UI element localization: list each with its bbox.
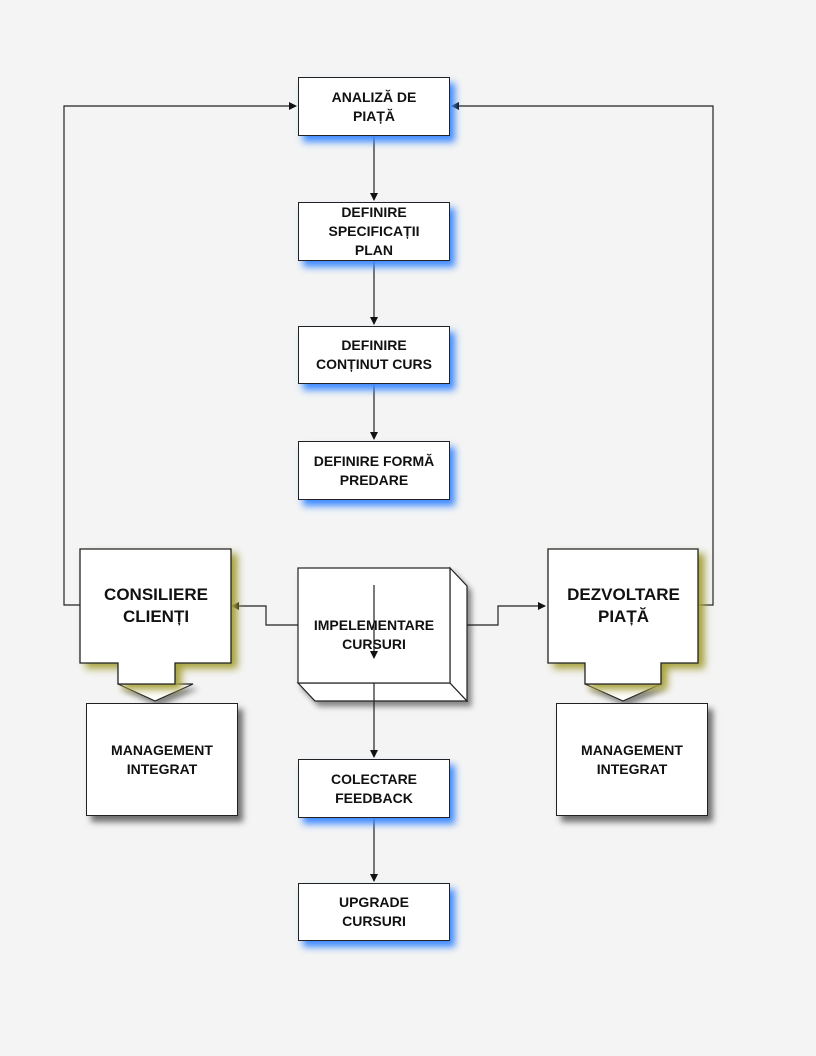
definire-continut-box: DEFINIRE CONȚINUT CURS xyxy=(298,326,450,384)
implementare-cursuri-label: IMPELEMENTARE CURSURI xyxy=(313,616,435,652)
consiliere-shape xyxy=(79,548,232,685)
colectare-feedback-box: COLECTARE FEEDBACK xyxy=(298,759,450,818)
arrow-to-consiliere xyxy=(231,602,298,626)
management-integrat-right-box: MANAGEMENT INTEGRAT xyxy=(556,703,708,816)
consiliere-clienti-label: CONSILIERE CLIENȚI xyxy=(104,585,208,626)
loop-arrow-left xyxy=(63,102,297,606)
loop-arrow-right xyxy=(451,102,714,606)
definire-specificatii-box: DEFINIRE SPECIFICAȚII PLAN xyxy=(298,202,450,261)
upgrade-cursuri-box: UPGRADE CURSURI xyxy=(298,883,450,941)
definire-forma-box: DEFINIRE FORMĂ PREDARE xyxy=(298,441,450,500)
dezvoltare-shape xyxy=(547,548,699,685)
management-integrat-left-box: MANAGEMENT INTEGRAT xyxy=(86,703,238,816)
analiza-piata-box: ANALIZĂ DE PIAȚĂ xyxy=(298,77,450,136)
arrow-to-dezvoltare xyxy=(450,602,546,626)
dezvoltare-piata-label: DEZVOLTARE PIAȚĂ xyxy=(567,585,680,626)
